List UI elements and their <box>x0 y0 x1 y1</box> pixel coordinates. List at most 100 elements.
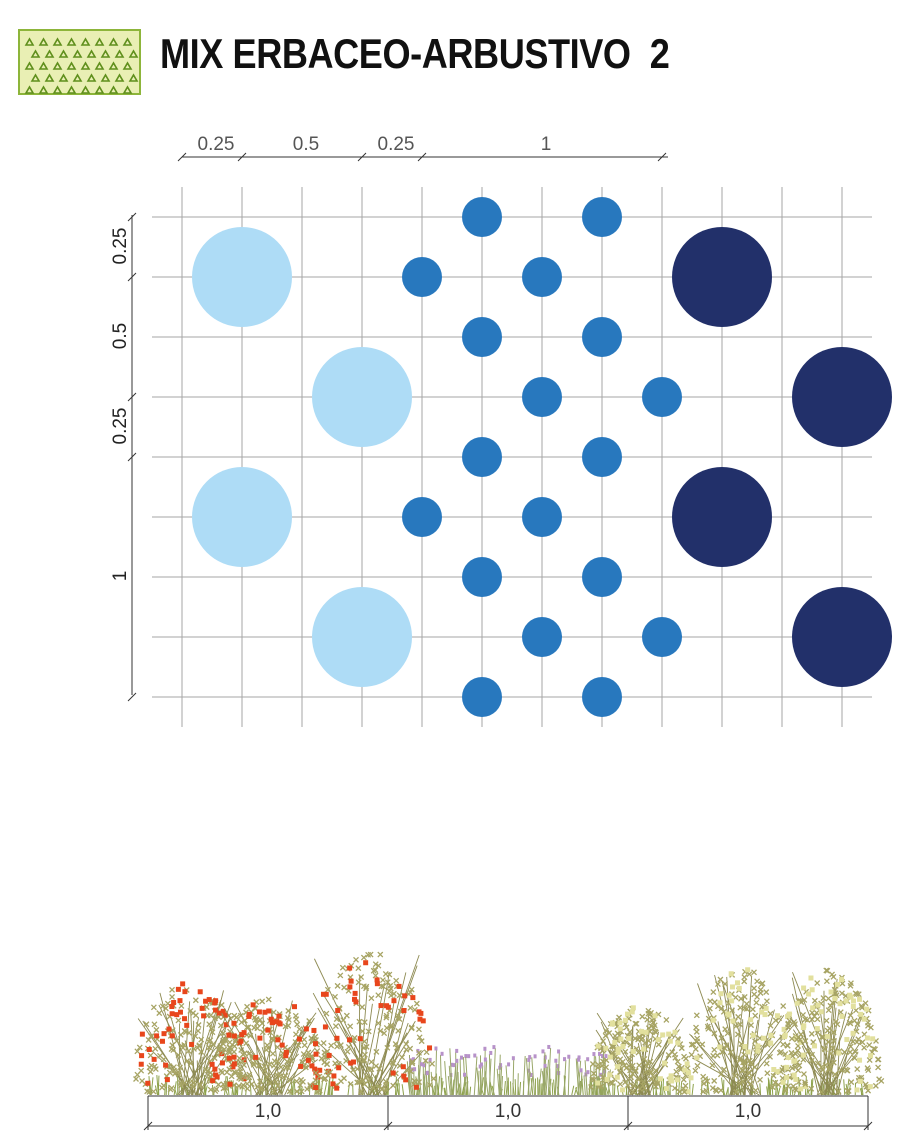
flower-mark-1188 <box>735 980 741 986</box>
flower-mark-224 <box>169 1011 175 1017</box>
flower-mark-238 <box>222 1012 228 1018</box>
leaf-mark-1120 <box>682 1082 689 1089</box>
herb-stem-57 <box>452 1066 457 1096</box>
grass-blade-8 <box>810 1079 813 1096</box>
grass-blade-182 <box>859 1088 863 1096</box>
leaf-mark-673 <box>355 965 362 972</box>
herb-stem-67 <box>544 1066 548 1096</box>
flower-mark-208 <box>169 1033 175 1039</box>
leaf-mark-309 <box>269 1050 276 1057</box>
leaf-mark-354 <box>241 1074 248 1081</box>
flower-mark-695 <box>348 978 354 984</box>
leaf-mark-132 <box>240 1082 247 1089</box>
herb-circle-1 <box>582 197 622 237</box>
leaf-mark-656 <box>408 1024 415 1031</box>
leaf-mark-1027 <box>682 1055 689 1062</box>
leaf-mark-1314 <box>791 1085 798 1092</box>
top-dim-label-1: 0.25 <box>198 134 235 155</box>
flower-mark-456 <box>253 1054 259 1060</box>
herb-circle-5 <box>582 317 622 357</box>
leaf-mark-393 <box>215 1046 222 1053</box>
leaf-mark-823 <box>603 1064 610 1071</box>
section-dim-label-1: 1,0 <box>255 1101 281 1122</box>
herb-stem-7 <box>545 1059 550 1096</box>
leaf-mark-1056 <box>737 1021 744 1028</box>
shrub-stem-507 <box>321 991 386 1096</box>
leaf-mark-1067 <box>796 1062 803 1069</box>
flower-mark-1181 <box>762 1012 768 1018</box>
flower-mark-239 <box>203 998 209 1004</box>
grass-blade-126 <box>204 1085 208 1096</box>
leaf-mark-1372 <box>858 1002 865 1009</box>
leaf-mark-297 <box>271 1058 278 1065</box>
flower-mark-712 <box>403 1077 409 1083</box>
flower-mark-199 <box>209 1061 215 1067</box>
flower-mark-219 <box>175 986 181 992</box>
grass-blade-123 <box>797 1076 801 1096</box>
leaf-mark-1025 <box>734 1031 741 1038</box>
section-shrub-1 <box>210 996 332 1096</box>
flower-mark-235 <box>180 981 186 987</box>
section-dim-tick-1 <box>383 1121 393 1131</box>
grass-blade-74 <box>323 1082 328 1096</box>
herb-stem-39 <box>459 1058 462 1096</box>
flower-mark-1167 <box>803 1083 809 1089</box>
leaf-mark-330 <box>299 1058 306 1065</box>
swatch-triangle-19 <box>66 61 77 70</box>
flower-mark-220 <box>189 1041 195 1047</box>
swatch-triangle-34 <box>52 85 63 94</box>
grass-blade-234 <box>481 1088 485 1096</box>
leaf-mark-545 <box>372 967 379 974</box>
shrub-stem-483 <box>367 972 390 1096</box>
flower-mark-692 <box>348 1060 354 1066</box>
leaf-mark-553 <box>323 1010 330 1017</box>
swatch-triangle-12 <box>86 49 97 58</box>
herb-stem-29 <box>512 1059 515 1096</box>
grass-blade-62 <box>691 1083 694 1096</box>
swatch-triangle-6 <box>108 37 119 46</box>
leaf-mark-612 <box>337 972 344 979</box>
herb-flower-66 <box>483 1046 487 1051</box>
leaf-mark-131 <box>175 1071 182 1078</box>
leaf-mark-341 <box>273 1071 280 1078</box>
leaf-mark-536 <box>379 977 386 984</box>
leaf-mark-812 <box>678 1045 685 1052</box>
swatch-triangle-5 <box>94 37 105 46</box>
flower-mark-941 <box>685 1089 691 1095</box>
leaf-mark-1262 <box>847 1012 854 1019</box>
leaf-mark-607 <box>358 974 365 981</box>
flower-mark-1185 <box>768 1032 774 1038</box>
herb-stem-73 <box>557 1052 560 1096</box>
flower-mark-440 <box>265 1027 271 1033</box>
leaf-mark-1102 <box>735 1013 742 1020</box>
swatch-triangle-8 <box>30 49 41 58</box>
flower-mark-947 <box>615 1046 621 1052</box>
leaf-mark-99 <box>181 1042 188 1048</box>
flower-mark-225 <box>159 1038 165 1044</box>
leaf-mark-301 <box>292 1031 299 1038</box>
leaf-mark-1335 <box>823 1017 830 1024</box>
leaf-mark-1283 <box>867 1024 874 1031</box>
grass-blade-174 <box>436 1082 440 1096</box>
herb-stem-77 <box>498 1073 503 1096</box>
leaf-mark-668 <box>379 1085 386 1092</box>
leaf-mark-1343 <box>866 1057 873 1063</box>
planting-section: 1,0 1,0 1,0 <box>133 951 885 1131</box>
flower-mark-936 <box>626 1035 632 1041</box>
leaf-mark-1116 <box>763 1060 770 1067</box>
flower-mark-1401 <box>843 998 849 1004</box>
leaf-mark-1029 <box>722 1026 729 1033</box>
leaf-mark-1026 <box>721 1045 728 1052</box>
leaf-mark-588 <box>408 986 415 993</box>
flower-mark-921 <box>620 1087 626 1093</box>
leaf-mark-1147 <box>752 1012 759 1019</box>
herb-circle-15 <box>642 617 682 657</box>
leaf-mark-172 <box>136 1044 143 1051</box>
leaf-mark-566 <box>377 951 384 958</box>
leaf-mark-659 <box>368 1066 375 1073</box>
leaf-mark-1143 <box>741 993 748 1000</box>
flower-mark-945 <box>607 1072 613 1078</box>
flower-mark-231 <box>139 1031 145 1037</box>
herb-stem-72 <box>473 1056 478 1096</box>
leaf-mark-1030 <box>722 981 729 987</box>
